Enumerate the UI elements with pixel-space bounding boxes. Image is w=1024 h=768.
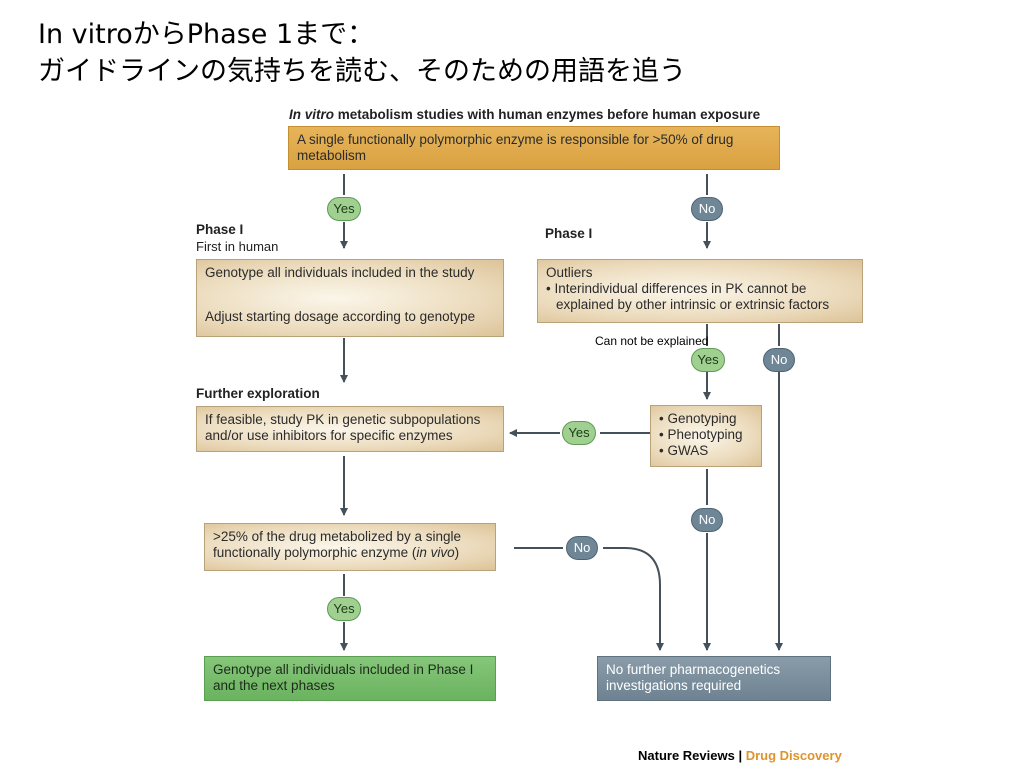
invivo-box-pre: >25% of the drug metabolized by a single… (213, 529, 462, 560)
explore-box-text: If feasible, study PK in genetic subpopu… (205, 412, 481, 443)
top-condition-text: A single functionally polymorphic enzyme… (297, 132, 734, 163)
yes-pill-top: Yes (327, 197, 361, 221)
genotyping-box: • Genotyping • Phenotyping • GWAS (650, 405, 762, 467)
left-phase-heading: Phase I (196, 222, 244, 237)
outliers-bullet-cont: explained by other intrinsic or extrinsi… (556, 297, 830, 312)
genotyping-item-1: • Genotyping (659, 411, 737, 426)
slide-title-line-1: In vitroからPhase 1まで： (38, 19, 375, 50)
outliers-box: Outliers • Interindividual differences i… (537, 259, 863, 323)
yes-pill-invivo: Yes (327, 597, 361, 621)
no-pill-outliers: No (763, 348, 795, 372)
flowchart-header-rest: metabolism studies with human enzymes be… (334, 107, 761, 122)
outliers-title: Outliers (546, 265, 593, 280)
genotyping-item-2: • Phenotyping (659, 427, 743, 442)
yes-pill-outliers: Yes (691, 348, 725, 372)
annotation-can-not-be-explained: Can not be explained (595, 334, 709, 348)
slide-title-line-2: ガイドラインの気持ちを読む、そのための用語を追う (38, 56, 686, 87)
final-green-text: Genotype all individuals included in Pha… (213, 662, 474, 693)
slide-title: In vitroからPhase 1まで： ガイドラインの気持ちを読む、そのための… (38, 16, 686, 90)
final-grey-text: No further pharmacogenetics investigatio… (606, 662, 781, 693)
credit-section: Drug Discovery (745, 748, 842, 763)
no-pill-genotyping: No (691, 508, 723, 532)
credit-separator: | (734, 748, 746, 763)
yes-pill-genotyping: Yes (562, 421, 596, 445)
left-phase-box: Genotype all individuals included in the… (196, 259, 504, 337)
explore-box: If feasible, study PK in genetic subpopu… (196, 406, 504, 452)
no-pill-invivo: No (566, 536, 598, 560)
invivo-box-post: ) (454, 545, 460, 560)
final-grey-box: No further pharmacogenetics investigatio… (597, 656, 831, 701)
flowchart-header-em: In vitro (289, 107, 335, 122)
credit-line: Nature Reviews | Drug Discovery (638, 748, 842, 763)
right-phase-heading: Phase I (545, 226, 593, 241)
left-phase-subheading: First in human (196, 239, 279, 254)
credit-journal: Nature Reviews (638, 748, 735, 763)
dosage-step-text: Adjust starting dosage according to geno… (205, 309, 476, 324)
top-condition-box: A single functionally polymorphic enzyme… (288, 126, 780, 170)
flowchart-header: In vitro metabolism studies with human e… (289, 107, 760, 122)
no-pill-top: No (691, 197, 723, 221)
further-exploration-heading: Further exploration (196, 386, 320, 401)
invivo-box-em: in vivo (416, 545, 455, 560)
invivo-box: >25% of the drug metabolized by a single… (204, 523, 496, 571)
final-green-box: Genotype all individuals included in Pha… (204, 656, 496, 701)
arrow-no-curve-to-final-grey (603, 547, 664, 651)
genotype-step-text: Genotype all individuals included in the… (205, 265, 475, 280)
genotyping-item-3: • GWAS (659, 443, 709, 458)
outliers-bullet: • Interindividual differences in PK cann… (546, 281, 807, 296)
